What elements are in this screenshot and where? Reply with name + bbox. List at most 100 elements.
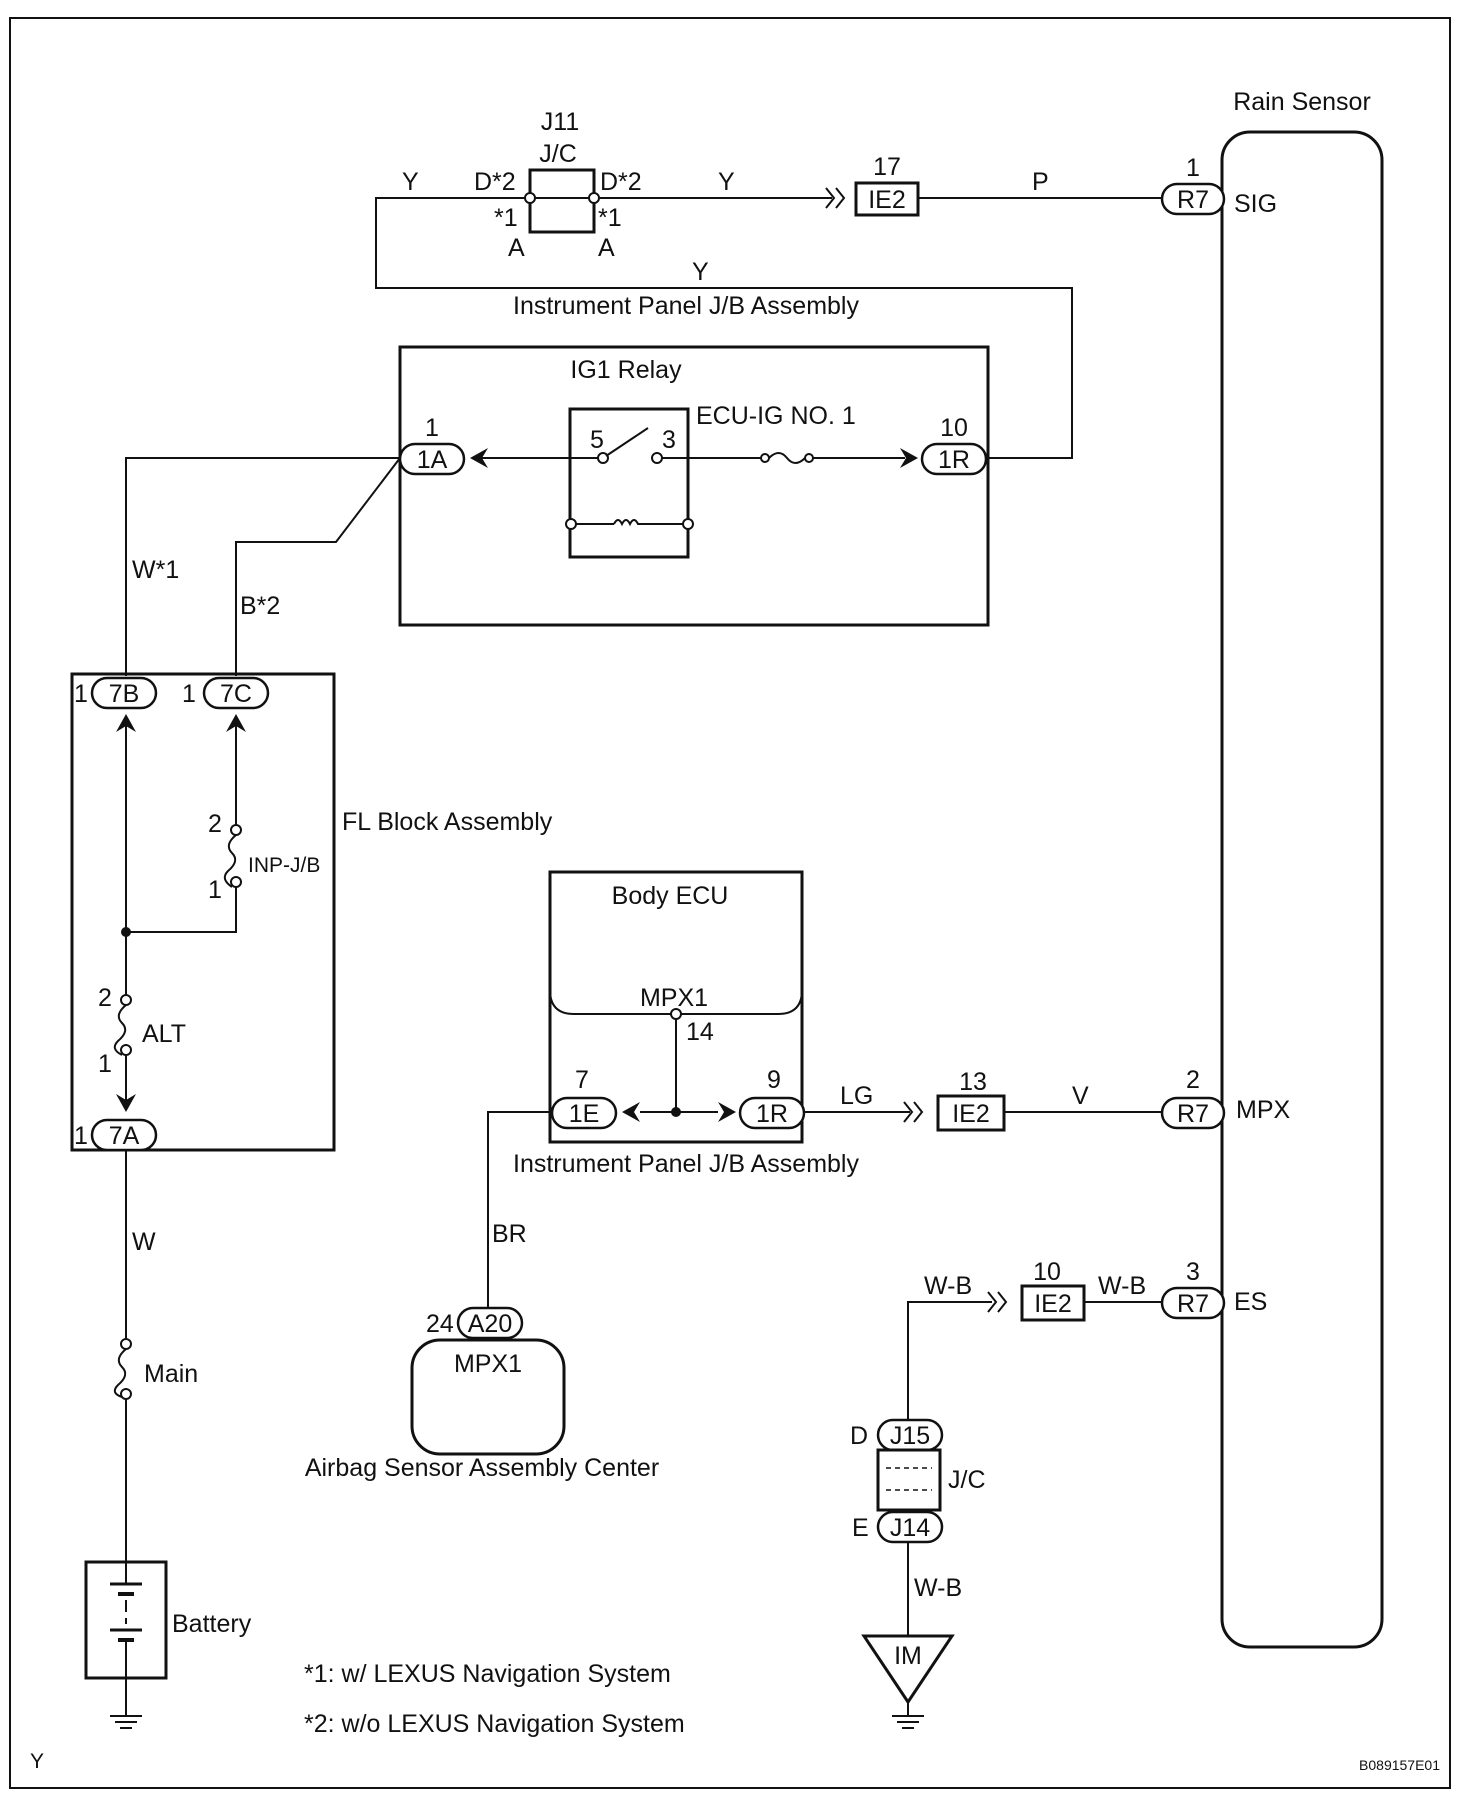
ie2-mid-pin: 13 <box>959 1068 987 1096</box>
alt-bot-pin: 1 <box>98 1050 112 1078</box>
c7b-arrow <box>116 714 136 732</box>
a20-label: A20 <box>468 1310 512 1338</box>
mpx-terminal-label: MPX <box>1236 1096 1291 1124</box>
wire-label-lg: LG <box>840 1082 873 1110</box>
wire-label-b2: B*2 <box>240 592 280 620</box>
c7a-label: 7A <box>109 1122 140 1150</box>
wire-br <box>487 1111 552 1322</box>
c7c-connector <box>202 676 270 710</box>
pin-d2-right: D*2 <box>600 168 642 196</box>
inp-bot-pin: 1 <box>208 876 222 904</box>
mpx1-14-pin: 14 <box>686 1018 714 1046</box>
pin-a-right: A <box>598 234 615 262</box>
pin-s1-left: *1 <box>494 204 518 232</box>
body-ecu-title: Body ECU <box>612 882 729 910</box>
wire-label-w1: W*1 <box>132 556 179 584</box>
j11-label: J11 <box>541 108 579 136</box>
corner-y: Y <box>30 1750 44 1773</box>
pin-s1-right: *1 <box>598 204 622 232</box>
ie2-top-pin: 17 <box>873 153 901 181</box>
fl-block-box <box>70 672 336 1152</box>
relay-pin3-label: 3 <box>662 426 676 454</box>
main-fuse <box>113 1348 127 1398</box>
j14-connector <box>876 1510 944 1544</box>
a20-connector <box>456 1306 524 1340</box>
es-terminal-label: ES <box>1234 1288 1267 1316</box>
r7-mpx-pin: 2 <box>1186 1066 1200 1094</box>
wire-y-loop <box>375 197 1073 459</box>
jc-bottom-label: J/C <box>948 1466 986 1494</box>
c1a-arrow <box>470 448 488 468</box>
r7-es-pin: 3 <box>1186 1258 1200 1286</box>
wire-label-br: BR <box>492 1220 527 1248</box>
battery-label: Battery <box>172 1610 252 1638</box>
r7-sig-label: R7 <box>1177 186 1209 214</box>
c1e-pin: 7 <box>575 1066 589 1094</box>
wire-label-y-mid: Y <box>718 168 735 196</box>
mpx1-ecu-label: MPX1 <box>640 984 708 1012</box>
r7-sig-pin: 1 <box>1186 154 1200 182</box>
alt-label: ALT <box>142 1020 186 1048</box>
r7-mpx-label: R7 <box>1177 1100 1209 1128</box>
ie2-connector-top <box>825 181 920 217</box>
r7-mpx-connector <box>1160 1096 1226 1130</box>
relay-pin5-label: 5 <box>590 426 604 454</box>
alt-fuse <box>113 1004 127 1056</box>
inp-jb-fuse <box>223 834 237 888</box>
inp-top-pin: 2 <box>208 810 222 838</box>
pin-d2-left: D*2 <box>474 168 516 196</box>
rain-sensor-body <box>1220 130 1384 1649</box>
wire-label-wb3: W-B <box>914 1574 962 1602</box>
c1r-top-label: 1R <box>938 446 970 474</box>
c7b-label: 7B <box>109 680 140 708</box>
c7a-arrow <box>116 1094 136 1112</box>
im-ground-icon <box>892 1702 924 1729</box>
wire-b2 <box>235 457 401 676</box>
r7-sig-connector <box>1160 182 1226 216</box>
document-code: B089157E01 <box>1359 1757 1440 1773</box>
wire-label-wb1: W-B <box>924 1272 972 1300</box>
ecu-ig-fuse <box>768 452 806 464</box>
diagram-frame <box>9 17 1451 1789</box>
j15-label: J15 <box>890 1422 930 1450</box>
j15-pin: D <box>850 1422 868 1450</box>
fl-junction-dot <box>121 927 131 937</box>
ip-jb-bottom-label: Instrument Panel J/B Assembly <box>513 1150 859 1178</box>
sig-terminal-label: SIG <box>1234 190 1277 218</box>
pin-a-left: A <box>508 234 525 262</box>
c7a-pin: 1 <box>74 1122 88 1150</box>
ie2-mid-label: IE2 <box>952 1100 990 1128</box>
a20-pin: 24 <box>426 1310 454 1338</box>
j14-label: J14 <box>890 1514 930 1542</box>
c7b-connector <box>90 676 158 710</box>
c1e-arrow <box>622 1102 640 1122</box>
im-ground-triangle <box>861 1634 955 1705</box>
c1r-bot-label: 1R <box>756 1100 788 1128</box>
relay-pin3 <box>651 452 663 464</box>
r7-es-label: R7 <box>1177 1290 1209 1318</box>
c7a-connector <box>90 1118 158 1152</box>
c1e-label: 1E <box>569 1100 600 1128</box>
footnote-1: *1: w/ LEXUS Navigation System <box>304 1660 671 1688</box>
wire-label-y-left: Y <box>402 168 419 196</box>
wire-label-v: V <box>1072 1082 1089 1110</box>
wire-w1 <box>125 457 400 676</box>
ig1-relay-title: IG1 Relay <box>570 356 682 384</box>
c7b-pin: 1 <box>74 680 88 708</box>
r7-es-connector <box>1160 1286 1226 1320</box>
wire-label-w: W <box>132 1228 156 1256</box>
battery-symbol <box>110 1562 142 1678</box>
c1r-top-connector <box>920 442 988 476</box>
c1r-top-arrow <box>900 448 918 468</box>
c7c-arrow <box>226 714 246 732</box>
battery-ground-icon <box>110 1678 142 1729</box>
wire-label-p: P <box>1032 168 1049 196</box>
airbag-sensor-box <box>410 1338 566 1456</box>
j11-jc <box>524 168 600 234</box>
footnote-2: *2: w/o LEXUS Navigation System <box>304 1710 685 1738</box>
airbag-label: Airbag Sensor Assembly Center <box>305 1454 659 1482</box>
ie2-bot-label: IE2 <box>1034 1290 1072 1318</box>
jc-bottom-box <box>876 1448 942 1512</box>
c1a-label: 1A <box>417 446 448 474</box>
